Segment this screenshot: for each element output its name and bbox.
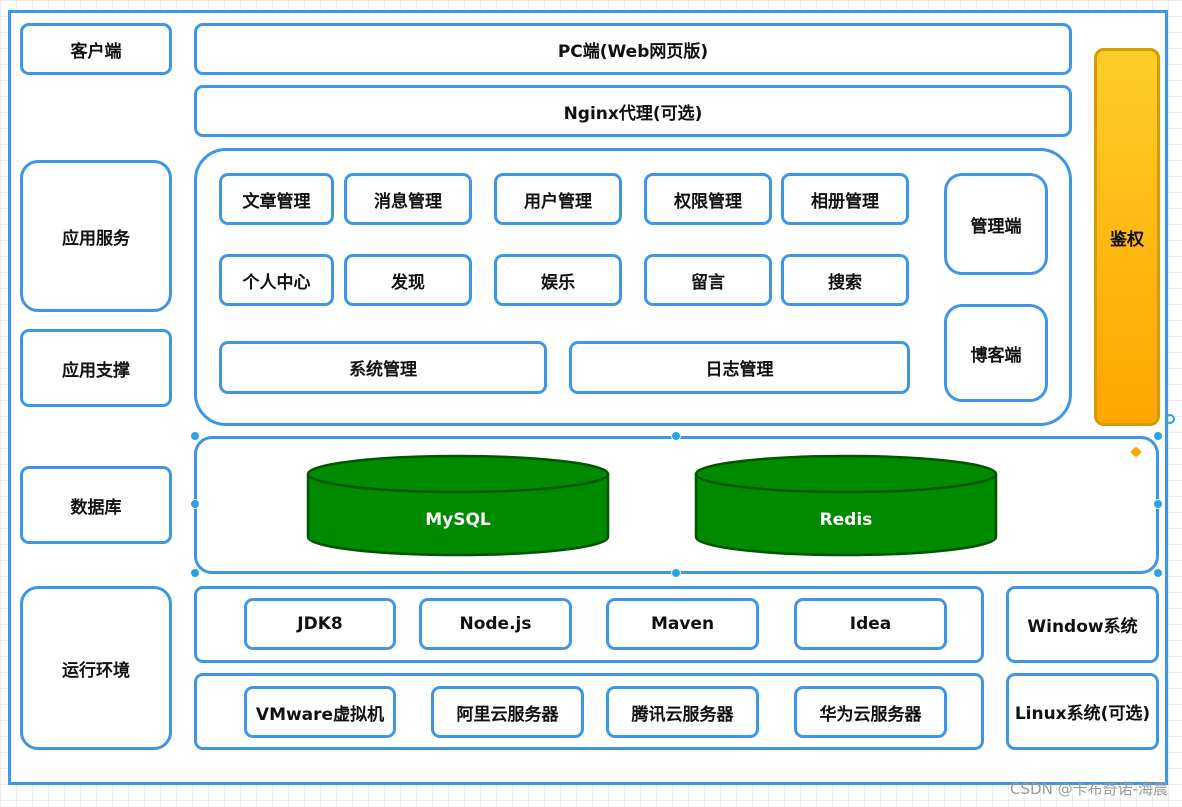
selection-handle[interactable] [671, 431, 681, 441]
server-vmware[interactable]: VMware虚拟机 [244, 686, 396, 738]
module-message[interactable]: 消息管理 [344, 173, 472, 225]
database-container[interactable] [194, 436, 1159, 574]
mysql-label: MySQL [425, 510, 491, 530]
module-user[interactable]: 用户管理 [494, 173, 622, 225]
selection-handle[interactable] [190, 499, 200, 509]
module-entertainment[interactable]: 娱乐 [494, 254, 622, 306]
csdn-watermark: CSDN @卡布奇诺-海晨 [1010, 780, 1168, 798]
selection-handle[interactable] [190, 431, 200, 441]
tool-idea[interactable]: Idea [794, 598, 947, 650]
selection-handle[interactable] [1153, 499, 1163, 509]
server-aliyun[interactable]: 阿里云服务器 [431, 686, 584, 738]
pc-web-box[interactable]: PC端(Web网页版) [194, 23, 1072, 75]
module-search[interactable]: 搜索 [781, 254, 909, 306]
admin-end-box[interactable]: 管理端 [944, 173, 1048, 275]
server-huawei[interactable]: 华为云服务器 [794, 686, 947, 738]
module-permission[interactable]: 权限管理 [644, 173, 772, 225]
selection-handle[interactable] [1153, 568, 1163, 578]
nginx-proxy-box[interactable]: Nginx代理(可选) [194, 85, 1072, 137]
redis-label: Redis [819, 510, 873, 530]
module-system[interactable]: 系统管理 [219, 341, 547, 394]
tool-jdk8[interactable]: JDK8 [244, 598, 396, 650]
blog-end-box[interactable]: 博客端 [944, 304, 1048, 402]
layer-database[interactable]: 数据库 [20, 466, 172, 544]
tool-nodejs[interactable]: Node.js [419, 598, 572, 650]
module-discover[interactable]: 发现 [344, 254, 472, 306]
auth-bar[interactable]: 鉴权 [1094, 48, 1160, 426]
selection-handle[interactable] [1153, 431, 1163, 441]
rotate-handle-icon[interactable] [1165, 414, 1175, 424]
tool-maven[interactable]: Maven [606, 598, 759, 650]
layer-runtime[interactable]: 运行环境 [20, 586, 172, 750]
os-windows[interactable]: Window系统 [1006, 586, 1159, 663]
layer-app-support[interactable]: 应用支撑 [20, 329, 172, 407]
layer-client[interactable]: 客户端 [20, 23, 172, 75]
module-personal-center[interactable]: 个人中心 [219, 254, 334, 306]
module-guestbook[interactable]: 留言 [644, 254, 772, 306]
selection-handle[interactable] [190, 568, 200, 578]
selection-handle[interactable] [671, 568, 681, 578]
module-album[interactable]: 相册管理 [781, 173, 909, 225]
module-article[interactable]: 文章管理 [219, 173, 334, 225]
os-linux[interactable]: Linux系统(可选) [1006, 673, 1159, 750]
module-log[interactable]: 日志管理 [569, 341, 910, 394]
layer-app-service[interactable]: 应用服务 [20, 160, 172, 312]
server-tencent[interactable]: 腾讯云服务器 [606, 686, 759, 738]
